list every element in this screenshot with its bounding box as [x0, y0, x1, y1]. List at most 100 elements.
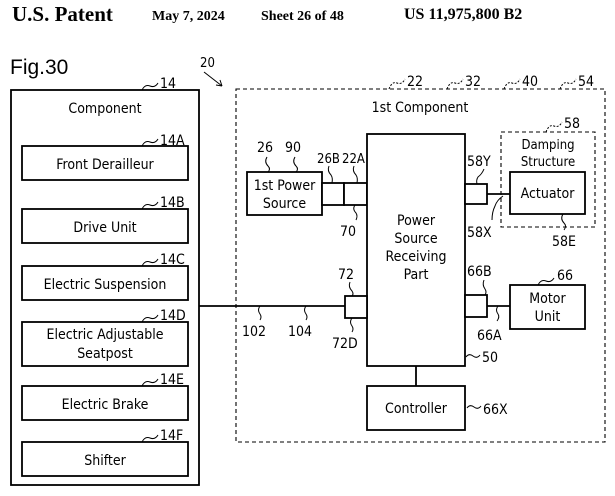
ref-90-leader — [293, 156, 298, 173]
patent-number: US 11,975,800 B2 — [404, 6, 523, 23]
component-item-label-line2: Seatpost — [77, 346, 133, 362]
ref-58e-leader — [561, 213, 566, 231]
ref-70-leader — [353, 204, 358, 221]
ref-20-arrow — [203, 71, 223, 87]
component-item-electric-brake — [21, 385, 189, 421]
ref-50: 50 — [482, 350, 498, 366]
figure-title: Fig.30 — [10, 56, 68, 79]
ref-14e-leader — [141, 378, 159, 387]
controller-label: Controller — [385, 401, 448, 417]
ref-14a: 14A — [160, 133, 185, 149]
connector-58y — [464, 183, 488, 205]
ref-26: 26 — [257, 140, 273, 156]
connector-26b — [321, 182, 345, 206]
component-item-label: Shifter — [84, 453, 126, 469]
receiving-part-label-line2: Source — [394, 231, 437, 247]
component-item-label: Electric Brake — [62, 397, 149, 413]
ref-32-leader — [446, 78, 464, 90]
ref-58-leader — [545, 121, 563, 133]
power-source-label-line2: Source — [263, 196, 306, 212]
ref-14e: 14E — [160, 372, 184, 388]
component-item-shifter — [21, 441, 189, 477]
receiving-part-label-line3: Receiving — [386, 249, 447, 265]
ref-66a: 66A — [477, 328, 502, 344]
component-item-label: Front Derailleur — [56, 157, 154, 173]
ref-66-leader — [537, 277, 555, 286]
first-component-box — [235, 88, 606, 443]
ref-14f: 14F — [160, 428, 183, 444]
patent-date: May 7, 2024 — [152, 9, 225, 24]
ref-14d-leader — [141, 314, 159, 323]
ref-26b: 26B — [317, 152, 340, 167]
ref-104-leader — [304, 305, 308, 321]
ref-14d: 14D — [160, 308, 186, 324]
component-item-label: Electric Suspension — [44, 277, 167, 293]
component-group-title: Component — [68, 101, 141, 117]
motor-unit-label-line2: Unit — [535, 309, 561, 325]
ref-58: 58 — [564, 116, 580, 132]
component-group: 14 Component 14A Front Derailleur 14B Dr… — [10, 76, 200, 486]
ref-66x: 66X — [483, 402, 508, 418]
ref-70: 70 — [340, 224, 356, 240]
ref-72-leader — [348, 281, 354, 297]
ref-66a-leader — [496, 305, 500, 322]
ref-58e: 58E — [552, 234, 576, 250]
damping-structure: 58 Damping Structure Actuator 58E 58Y 58… — [464, 116, 596, 250]
receiving-part-label: Power — [397, 213, 436, 229]
motor-unit: Motor Unit 66 66B 66A — [464, 264, 586, 344]
first-component-group: 22 32 40 54 1st Component — [235, 74, 606, 443]
ref-14-leader — [141, 82, 159, 91]
first-component-title: 1st Component — [372, 100, 469, 116]
component-item-drive-unit — [21, 208, 189, 244]
ref-14f-leader — [141, 434, 159, 443]
actuator-label: Actuator — [521, 186, 576, 202]
component-item-electric-suspension — [21, 265, 189, 301]
ref-102: 102 — [242, 324, 266, 340]
ref-90: 90 — [285, 140, 301, 156]
power-source-label: 1st Power — [254, 178, 316, 194]
receiving-part-label-line4: Part — [404, 267, 429, 283]
ref-14a-leader — [141, 138, 159, 147]
controller: Controller 66X — [366, 366, 508, 431]
component-item-label: Electric Adjustable — [47, 327, 164, 343]
ref-72: 72 — [338, 267, 354, 283]
ref-58y: 58Y — [467, 154, 491, 170]
ref-22a-leader — [352, 165, 358, 184]
ref-66: 66 — [557, 268, 573, 284]
ref-20-arrowhead — [215, 79, 223, 87]
ref-54: 54 — [578, 74, 594, 90]
ref-58x-leader — [491, 195, 504, 221]
controller-box — [366, 385, 466, 431]
component-item-electric-adjustable-seatpost — [21, 321, 189, 367]
ref-66x-leader — [466, 405, 482, 409]
ref-26b-leader — [327, 165, 333, 184]
patent-label: U.S. Patent — [12, 2, 113, 26]
ref-22-leader — [388, 78, 406, 90]
ref-40-leader — [503, 78, 521, 90]
ref-72d-leader — [350, 317, 354, 333]
connector-22a — [343, 182, 368, 206]
ref-32: 32 — [465, 74, 481, 90]
connector-72 — [344, 295, 368, 319]
power-source: 26 90 1st Power Source 26B 22A 70 — [246, 140, 368, 240]
ref-26-leader — [265, 156, 270, 173]
motor-unit-box — [509, 284, 586, 330]
damping-structure-label-line2: Structure — [521, 155, 575, 170]
cable-assembly: 102 104 72 72D — [199, 267, 368, 352]
ref-72d: 72D — [332, 336, 358, 352]
ref-20: 20 — [200, 56, 215, 71]
ref-22: 22 — [407, 74, 423, 90]
ref-58x: 58X — [467, 225, 492, 241]
ref-104: 104 — [288, 324, 312, 340]
damping-structure-label: Damping — [521, 138, 574, 153]
ref-66b: 66B — [467, 264, 492, 280]
motor-unit-label: Motor — [529, 291, 566, 307]
component-item-label: Drive Unit — [73, 220, 136, 236]
ref-14b: 14B — [160, 195, 185, 211]
damping-structure-box — [500, 131, 596, 228]
component-item-front-derailleur — [21, 145, 189, 181]
connector-66b — [464, 294, 488, 318]
ref-14b-leader — [141, 201, 159, 210]
ref-40: 40 — [522, 74, 538, 90]
ref-102-leader — [258, 305, 262, 321]
